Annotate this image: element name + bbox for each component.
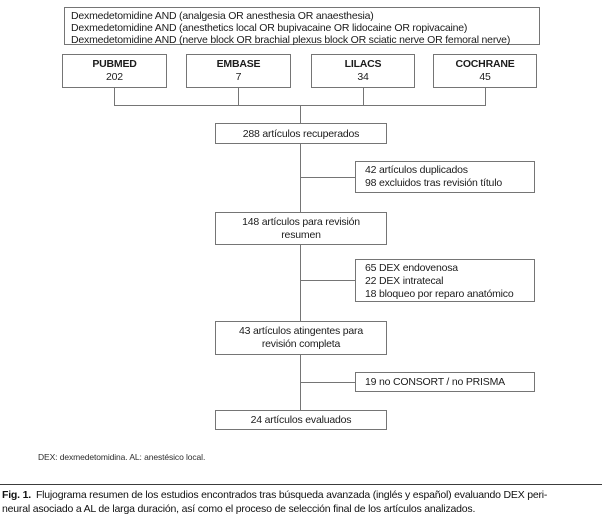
figure-footnote: DEX: dexmedetomidina. AL: anestésico loc… <box>38 452 206 462</box>
exclusion-text: 22 DEX intratecal <box>365 275 444 287</box>
flow-box-full-review: 43 artículos atingentes para revisión co… <box>215 321 387 355</box>
connector-stub-embase <box>238 88 239 105</box>
database-box-lilacs: LILACS 34 <box>311 54 415 88</box>
caption-divider-rule <box>0 484 602 485</box>
connector-branch-consort <box>300 382 355 383</box>
flow-box-text: resumen <box>281 229 321 241</box>
database-name: PUBMED <box>92 58 137 70</box>
exclusion-text: 65 DEX endovenosa <box>365 262 458 274</box>
flow-box-abstract-review: 148 artículos para revisión resumen <box>215 212 387 245</box>
database-count: 202 <box>106 71 123 83</box>
connector-branch-duplicates <box>300 177 355 178</box>
exclusion-box-consort-prisma: 19 no CONSORT / no PRISMA <box>355 372 535 392</box>
connector-vertical-2 <box>300 144 301 212</box>
search-strategy-box: Dexmedetomidine AND (analgesia OR anesth… <box>64 7 540 46</box>
figure-caption-text: neural asociado a AL de larga duración, … <box>2 503 476 515</box>
database-count: 34 <box>357 71 369 83</box>
flow-box-retrieved: 288 artículos recuperados <box>215 123 387 144</box>
flow-box-text: 148 artículos para revisión <box>242 216 360 228</box>
database-count: 7 <box>235 71 242 83</box>
flow-box-text: 24 artículos evaluados <box>250 414 352 426</box>
search-strategy-line: Dexmedetomidine AND (anesthetics local O… <box>71 22 468 34</box>
connector-stub-pubmed <box>114 88 115 105</box>
flow-box-text: 288 artículos recuperados <box>242 127 360 140</box>
exclusion-box-duplicates: 42 artículos duplicados 98 excluidos tra… <box>355 161 535 193</box>
database-name: EMBASE <box>216 58 261 70</box>
figure-caption-line2: neural asociado a AL de larga duración, … <box>2 502 600 516</box>
connector-vertical-1 <box>300 105 301 123</box>
exclusion-text: 19 no CONSORT / no PRISMA <box>365 376 505 388</box>
search-strategy-line: Dexmedetomidine AND (analgesia OR anesth… <box>71 10 374 22</box>
flow-box-text: 43 artículos atingentes para <box>239 325 363 337</box>
figure-caption-label: Fig. 1. <box>2 489 31 501</box>
exclusion-text: 42 artículos duplicados <box>365 164 468 176</box>
database-count: 45 <box>479 71 491 83</box>
database-name: COCHRANE <box>455 58 515 70</box>
database-box-cochrane: COCHRANE 45 <box>433 54 537 88</box>
connector-branch-dex <box>300 280 355 281</box>
database-box-pubmed: PUBMED 202 <box>62 54 167 88</box>
connector-vertical-3 <box>300 245 301 321</box>
exclusion-box-dex-types: 65 DEX endovenosa 22 DEX intratecal 18 b… <box>355 259 535 302</box>
flow-box-evaluated: 24 artículos evaluados <box>215 410 387 430</box>
connector-stub-lilacs <box>363 88 364 105</box>
search-strategy-line: Dexmedetomidine AND (nerve block OR brac… <box>71 34 511 46</box>
flow-box-text: revisión completa <box>261 338 341 350</box>
exclusion-text: 18 bloqueo por reparo anatómico <box>365 288 514 300</box>
exclusion-text: 98 excluidos tras revisión título <box>365 177 502 189</box>
database-name: LILACS <box>344 58 382 70</box>
figure-caption-line1: Fig. 1. Flujograma resumen de los estudio… <box>2 488 600 502</box>
connector-stub-cochrane <box>485 88 486 105</box>
database-box-embase: EMBASE 7 <box>186 54 291 88</box>
figure-caption-text: Flujograma resumen de los estudios encon… <box>35 489 548 501</box>
